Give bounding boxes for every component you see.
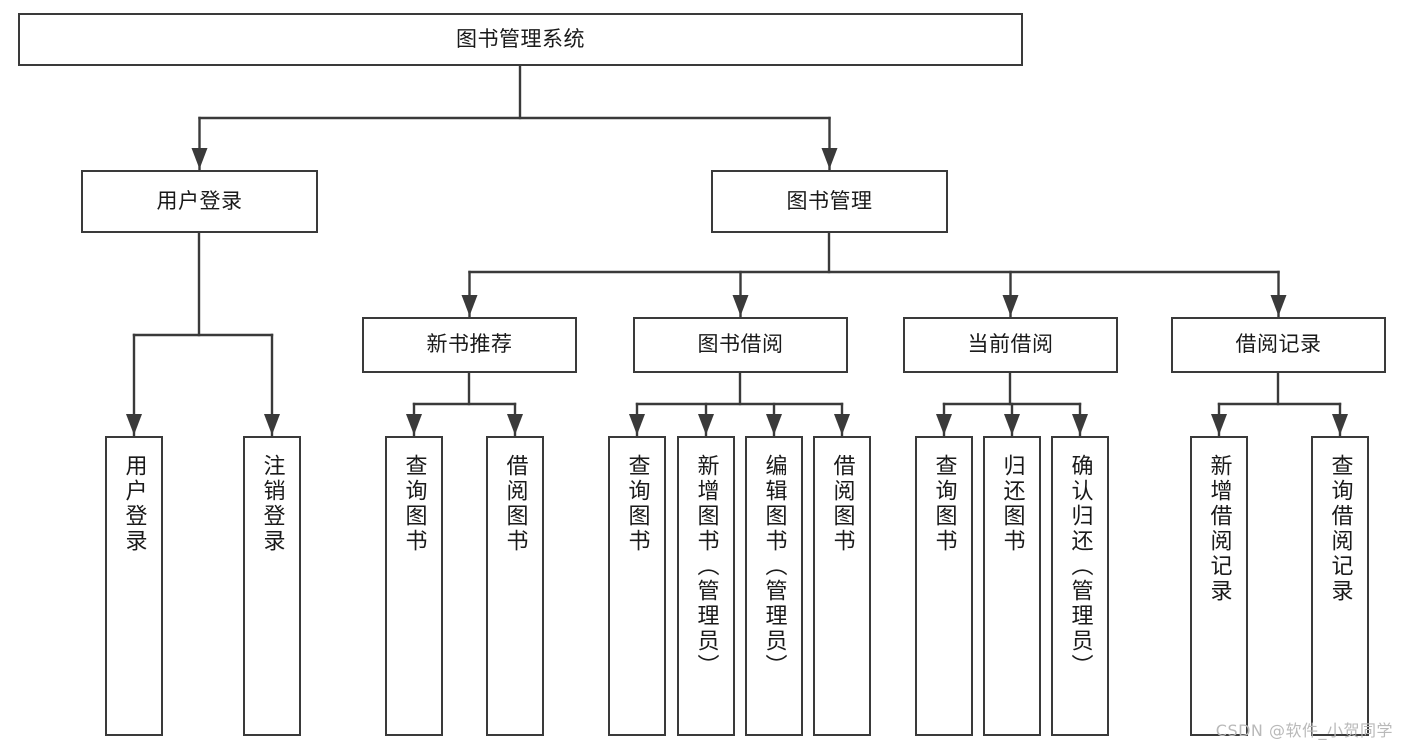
node-label-leaf-rec-query: 查询图书 bbox=[401, 454, 427, 554]
node-leaf-bb-query[interactable]: 查询图书 bbox=[608, 436, 666, 736]
node-leaf-bb-edit[interactable]: 编辑图书（管理员） bbox=[745, 436, 803, 736]
node-label-leaf-user-login: 用户登录 bbox=[121, 454, 147, 554]
arrowhead-e-cb-1 bbox=[1004, 414, 1020, 435]
arrowhead-e-bb-1 bbox=[698, 414, 714, 435]
arrowhead-e-login-0 bbox=[126, 414, 142, 435]
node-label-leaf-rec-borrow: 借阅图书 bbox=[502, 454, 528, 554]
node-leaf-br-query[interactable]: 查询借阅记录 bbox=[1311, 436, 1369, 736]
node-label-leaf-cb-return: 归还图书 bbox=[999, 454, 1025, 554]
node-label-leaf-br-add: 新增借阅记录 bbox=[1206, 454, 1232, 604]
arrowhead-e-rec-0 bbox=[406, 414, 422, 435]
arrowhead-e-cb-2 bbox=[1072, 414, 1088, 435]
node-label-book-borrow: 图书借阅 bbox=[697, 332, 784, 357]
node-label-leaf-user-logout: 注销登录 bbox=[259, 454, 285, 554]
arrowhead-e-bb-3 bbox=[834, 414, 850, 435]
node-label-book-manage: 图书管理 bbox=[786, 188, 873, 213]
node-leaf-bb-add[interactable]: 新增图书（管理员） bbox=[677, 436, 735, 736]
node-root[interactable]: 图书管理系统 bbox=[18, 13, 1023, 66]
node-label-leaf-br-query: 查询借阅记录 bbox=[1327, 454, 1353, 604]
watermark-text: CSDN @软件_小贺同学 bbox=[1215, 721, 1393, 740]
arrowhead-e-manage-1 bbox=[732, 295, 749, 316]
node-current-borrow[interactable]: 当前借阅 bbox=[903, 317, 1118, 373]
node-leaf-rec-query[interactable]: 查询图书 bbox=[385, 436, 443, 736]
node-new-book-rec[interactable]: 新书推荐 bbox=[362, 317, 577, 373]
arrowhead-e-manage-3 bbox=[1270, 295, 1287, 316]
node-label-user-login: 用户登录 bbox=[156, 188, 243, 213]
arrowhead-e-cb-0 bbox=[936, 414, 952, 435]
node-label-leaf-bb-add: 新增图书（管理员） bbox=[693, 454, 719, 679]
arrowhead-e-root-0 bbox=[191, 148, 208, 169]
node-leaf-bb-borrow[interactable]: 借阅图书 bbox=[813, 436, 871, 736]
node-leaf-user-login[interactable]: 用户登录 bbox=[105, 436, 163, 736]
node-leaf-cb-return[interactable]: 归还图书 bbox=[983, 436, 1041, 736]
node-label-leaf-cb-confirm: 确认归还（管理员） bbox=[1067, 454, 1093, 679]
node-label-leaf-bb-edit: 编辑图书（管理员） bbox=[761, 454, 787, 679]
node-label-leaf-bb-query: 查询图书 bbox=[624, 454, 650, 554]
arrowhead-e-bb-0 bbox=[629, 414, 645, 435]
node-label-new-book-rec: 新书推荐 bbox=[426, 332, 513, 357]
node-label-root: 图书管理系统 bbox=[456, 26, 585, 51]
node-leaf-cb-query[interactable]: 查询图书 bbox=[915, 436, 973, 736]
arrowhead-e-rec-1 bbox=[507, 414, 523, 435]
node-leaf-cb-confirm[interactable]: 确认归还（管理员） bbox=[1051, 436, 1109, 736]
node-book-manage[interactable]: 图书管理 bbox=[711, 170, 948, 233]
node-label-leaf-cb-query: 查询图书 bbox=[931, 454, 957, 554]
node-leaf-rec-borrow[interactable]: 借阅图书 bbox=[486, 436, 544, 736]
node-label-leaf-bb-borrow: 借阅图书 bbox=[829, 454, 855, 554]
node-borrow-record[interactable]: 借阅记录 bbox=[1171, 317, 1386, 373]
arrowhead-e-br-0 bbox=[1211, 414, 1227, 435]
node-book-borrow[interactable]: 图书借阅 bbox=[633, 317, 848, 373]
arrowhead-e-manage-2 bbox=[1002, 295, 1019, 316]
arrowhead-e-manage-0 bbox=[461, 295, 478, 316]
arrowhead-e-br-1 bbox=[1332, 414, 1348, 435]
node-label-current-borrow: 当前借阅 bbox=[967, 332, 1054, 357]
arrowhead-e-root-1 bbox=[821, 148, 838, 169]
node-leaf-br-add[interactable]: 新增借阅记录 bbox=[1190, 436, 1248, 736]
node-user-login[interactable]: 用户登录 bbox=[81, 170, 318, 233]
node-label-borrow-record: 借阅记录 bbox=[1235, 332, 1322, 357]
arrowhead-e-login-1 bbox=[264, 414, 280, 435]
arrowhead-e-bb-2 bbox=[766, 414, 782, 435]
node-leaf-user-logout[interactable]: 注销登录 bbox=[243, 436, 301, 736]
